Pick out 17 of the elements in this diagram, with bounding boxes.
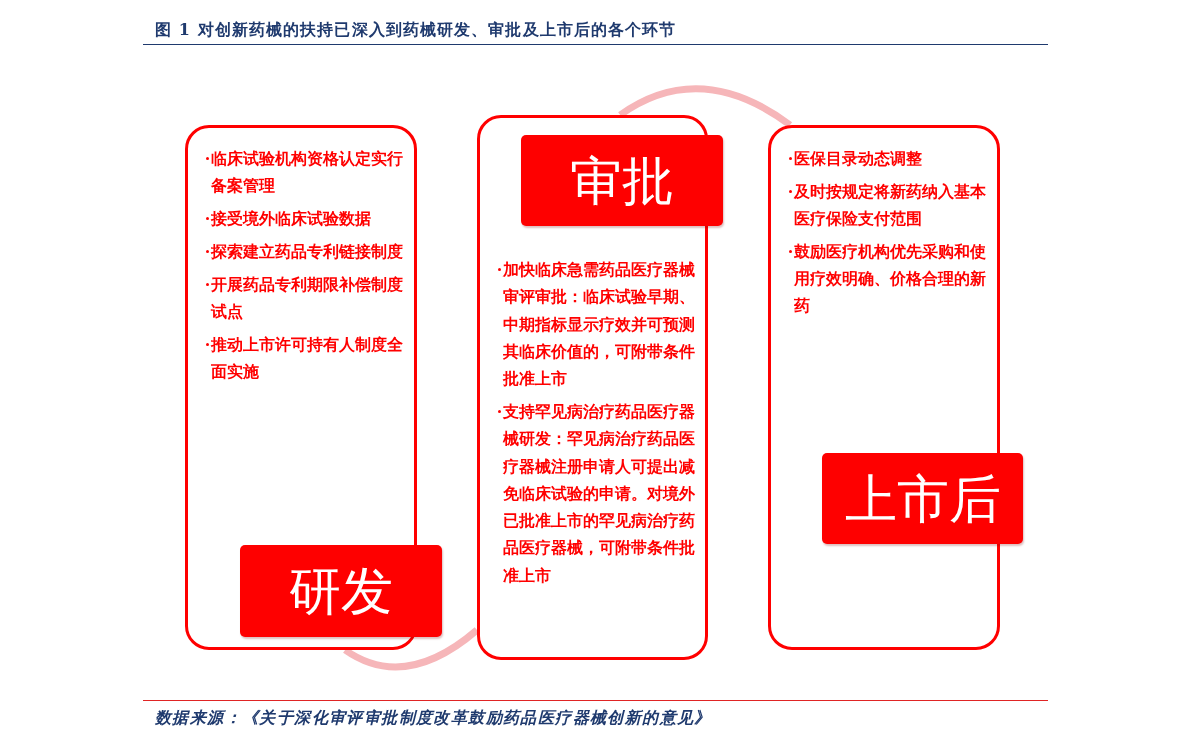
bullet-text: 推动上市许可持有人制度全面实施	[211, 334, 404, 384]
stage-banner: 研发	[240, 545, 442, 637]
figure-title: 图 1 对创新药械的扶持已深入到药械研发、审批及上市后的各个环节	[155, 19, 677, 41]
bullet-text: 医保目录动态调整	[794, 149, 923, 170]
bullet-text: 探索建立药品专利链接制度	[211, 241, 404, 263]
connector-arc	[618, 85, 792, 128]
stage-banner: 上市后	[822, 453, 1023, 544]
source-note: 数据来源：《关于深化审评审批制度改革鼓励药品医疗器械创新的意见》	[155, 707, 712, 729]
bullet-text: 鼓励医疗机构优先采购和使用疗效明确、价格合理的新药	[794, 241, 987, 318]
bullet-text: 接受境外临床试验数据	[211, 209, 372, 231]
connector-arc	[343, 627, 480, 671]
bullet-text: 支持罕见病治疗药品医疗器械研发：罕见病治疗药品医疗器械注册申请人可提出减免临床试验的申请。对境外已批准上市的罕见病治疗药品医疗器械，可附带条件批准上市	[503, 402, 696, 587]
stage-banner: 审批	[521, 135, 723, 226]
bullet-text: 加快临床急需药品医疗器械审评审批：临床试验早期、中期指标显示疗效并可预测其临床价值的，可附带条件批准上市	[503, 260, 696, 391]
bullet-text: 临床试验机构资格认定实行备案管理	[211, 149, 404, 198]
bullet-text: 及时按规定将新药纳入基本医疗保险支付范围	[794, 181, 987, 231]
bullet-text: 开展药品专利期限补偿制度试点	[211, 274, 404, 323]
